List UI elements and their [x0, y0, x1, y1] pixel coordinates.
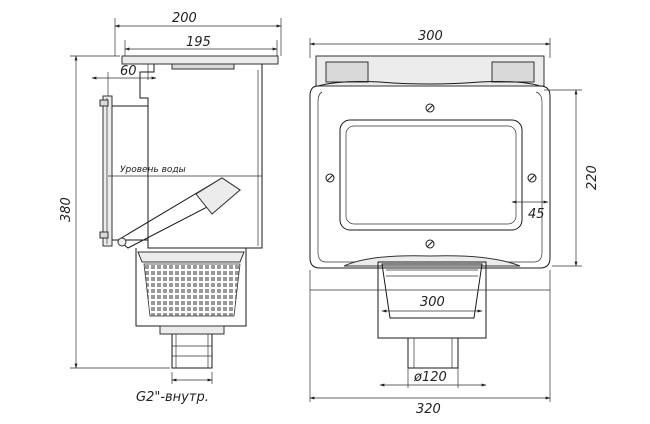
front-view: 300 220 45 300 ø120 320 [309, 29, 600, 417]
side-view: Уровень воды 200 195 60 380 [59, 11, 282, 405]
faceplate-clip-top [99, 99, 109, 107]
screw-icon [527, 173, 537, 183]
weir-float [195, 177, 241, 215]
side-basket-rim [137, 251, 245, 263]
front-basket [381, 263, 483, 319]
front-lid-tab-right [491, 61, 535, 83]
dim-380-text: 380 [59, 197, 74, 222]
side-lid [121, 55, 279, 65]
dim-195-text: 195 [186, 35, 211, 50]
dim-45-text: 45 [528, 207, 545, 222]
screw-icon [325, 173, 335, 183]
dim-front-300-text: 300 [418, 29, 443, 44]
screw-icon [425, 103, 435, 113]
dim-basket-300-text: 300 [420, 295, 445, 310]
dim-320-text: 320 [416, 402, 441, 417]
water-level-label: Уровень воды [120, 165, 186, 175]
front-outlet-pipe [407, 337, 459, 369]
front-faceplate [309, 81, 551, 269]
side-body [139, 64, 263, 249]
screw-icon [425, 239, 435, 249]
side-basket-mesh [143, 263, 241, 317]
side-lid-recess [171, 63, 235, 70]
dim-220-text: 220 [585, 165, 600, 190]
faceplate-clip-bottom [99, 231, 109, 239]
dim-200-text: 200 [172, 11, 197, 26]
side-faceplate [102, 95, 113, 247]
front-window-outer [339, 119, 523, 231]
front-window-inner [345, 125, 517, 225]
dim-60-text: 60 [120, 64, 137, 79]
dim-pipe-text: ø120 [413, 370, 447, 385]
front-lid-tab-left [325, 61, 369, 83]
front-bottom-lip [343, 255, 521, 267]
thread-label: G2"-внутр. [136, 390, 209, 405]
weir-hinge [117, 237, 127, 247]
